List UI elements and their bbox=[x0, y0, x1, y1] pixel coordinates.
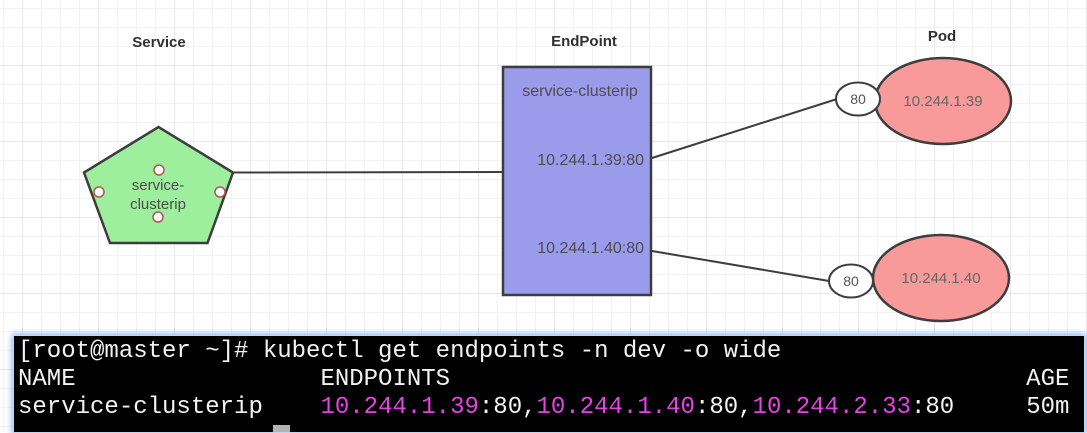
endpoint-row-2: 10.244.1.40:80 bbox=[537, 240, 644, 257]
service-pentagon-shape[interactable] bbox=[82, 125, 235, 245]
terminal-row-sep2: :80, bbox=[694, 394, 753, 421]
terminal-row-age: 50m bbox=[954, 394, 1070, 421]
terminal-cursor bbox=[273, 425, 290, 432]
edge-endpoint-to-pod2[interactable] bbox=[651, 250, 830, 282]
endpoint-rect-shape[interactable] bbox=[501, 65, 653, 297]
pod-section-label: Pod bbox=[928, 28, 956, 45]
terminal-header-line: NAME ENDPOINTS AGE bbox=[18, 366, 1070, 393]
terminal-window[interactable]: [root@master ~]# kubectl get endpoints -… bbox=[13, 335, 1085, 433]
pod2-port-label: 80 bbox=[843, 273, 859, 289]
endpoint-section-label: EndPoint bbox=[551, 33, 617, 50]
terminal-row-sep3: :80 bbox=[910, 394, 955, 421]
endpoint-node-title: service-clusterip bbox=[522, 83, 638, 100]
terminal-row-ip3: 10.244.2.33 bbox=[752, 394, 911, 421]
connection-anchor-bottom[interactable] bbox=[152, 211, 164, 223]
connection-anchor-right[interactable] bbox=[214, 186, 226, 198]
terminal-row-ip2: 10.244.1.40 bbox=[536, 394, 695, 421]
pod1-port-label: 80 bbox=[850, 91, 866, 107]
service-section-label: Service bbox=[132, 34, 185, 51]
terminal-row-name: service-clusterip bbox=[18, 394, 321, 421]
terminal-output: [root@master ~]# kubectl get endpoints -… bbox=[14, 336, 1084, 422]
connection-anchor-top[interactable] bbox=[153, 164, 165, 176]
terminal-prompt-line: [root@master ~]# kubectl get endpoints -… bbox=[18, 338, 782, 365]
connection-anchor-left[interactable] bbox=[93, 186, 105, 198]
pod2-port-badge[interactable] bbox=[828, 263, 874, 299]
service-node-label-line2: clusterip bbox=[130, 196, 186, 213]
service-node-label-line1: service- bbox=[132, 177, 185, 194]
edge-service-to-endpoint[interactable] bbox=[232, 171, 504, 174]
terminal-row-sep1: :80, bbox=[478, 394, 537, 421]
pod1-port-badge[interactable] bbox=[835, 81, 881, 117]
terminal-row-ip1: 10.244.1.39 bbox=[320, 394, 479, 421]
endpoint-row-1: 10.244.1.39:80 bbox=[537, 152, 644, 169]
pod2-ip-label: 10.244.1.40 bbox=[901, 270, 980, 287]
k8s-diagram: Service EndPoint Pod service- clusterip … bbox=[82, 28, 1013, 323]
edge-endpoint-to-pod1[interactable] bbox=[651, 98, 838, 159]
pod1-ip-label: 10.244.1.39 bbox=[903, 93, 982, 110]
